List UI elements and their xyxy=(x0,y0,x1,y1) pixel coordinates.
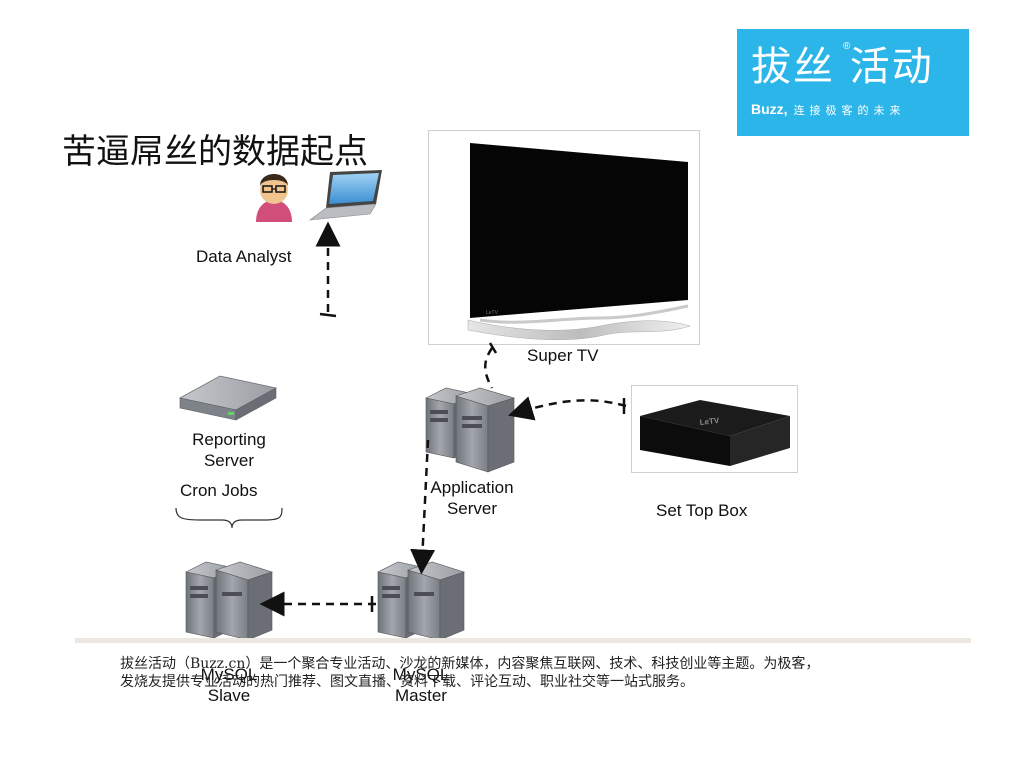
footer-description: 拔丝活动（Buzz.cn）是一个聚合专业活动、沙龙的新媒体，内容聚焦互联网、技术… xyxy=(120,655,960,691)
logo-subline: Buzz, 连接极客的未来 xyxy=(751,101,906,118)
footer-line-2: 发烧友提供专业活动的热门推荐、图文直播、资料下载、评论互动、职业社交等一站式服务… xyxy=(120,674,694,690)
svg-text:LeTV: LeTV xyxy=(486,310,499,316)
data-analyst-label: Data Analyst xyxy=(196,247,292,266)
mysql-slave-server-icon xyxy=(185,561,273,641)
buzz-logo[interactable]: 拔丝 活动 ® Buzz, 连接极客的未来 xyxy=(737,29,969,136)
laptop-icon xyxy=(308,170,382,221)
application-server-label: Application Server xyxy=(430,478,514,518)
logo-brand: Buzz, xyxy=(751,101,788,117)
connector-tv-app xyxy=(484,347,494,389)
footer-divider xyxy=(75,638,971,643)
cap-tv xyxy=(488,342,498,354)
application-server-icon xyxy=(425,387,516,473)
footer-line-1: 拔丝活动（Buzz.cn）是一个聚合专业活动、沙龙的新媒体，内容聚焦互联网、技术… xyxy=(120,656,820,672)
logo-tagline: 连接极客的未来 xyxy=(793,105,906,117)
data-analyst-person-icon xyxy=(256,174,292,222)
set-top-box-label: Set Top Box xyxy=(656,501,748,520)
connector-app-master xyxy=(410,439,436,575)
cron-jobs-brace xyxy=(175,507,283,529)
page-title: 苦逼屌丝的数据起点 xyxy=(62,132,368,172)
cap-analyst xyxy=(319,312,337,318)
mysql-master-server-icon xyxy=(377,561,465,641)
connector-stb-app xyxy=(508,396,627,421)
mysql-slave-label: MySQL Slave xyxy=(200,665,258,705)
set-top-box-brand-text: LeTV xyxy=(699,416,720,427)
logo-wordmark: 拔丝 活动 xyxy=(751,44,934,90)
cron-jobs-label: Cron Jobs xyxy=(180,481,258,500)
registered-mark: ® xyxy=(843,41,851,52)
reporting-server-icon xyxy=(178,375,278,421)
reporting-server-label: Reporting Server xyxy=(192,430,266,470)
mysql-master-label: MySQL Master xyxy=(392,665,450,705)
super-tv-label: Super TV xyxy=(527,346,599,365)
set-top-box-icon: LeTV xyxy=(640,400,790,466)
super-tv-icon: LeTV xyxy=(467,143,691,341)
